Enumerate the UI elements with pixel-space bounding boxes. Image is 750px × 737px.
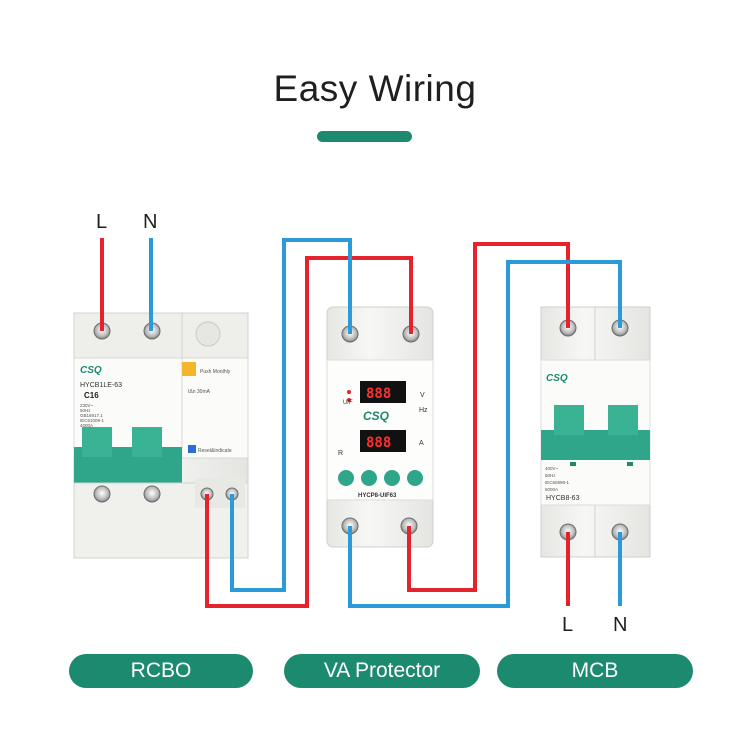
mcb-label: MCB [571,659,619,682]
wires [100,238,622,608]
va-label-uif: U/F [343,400,353,406]
mcb-brand: CSQ [546,373,568,384]
rcbo-label-pill: RCBO [69,654,253,688]
va-upper-display: 888 [366,386,391,402]
rcbo-spec-2: 50Hz [80,408,91,413]
rcbo-device [73,312,249,559]
mcb-spec-3: IEC60898-1 [545,480,570,485]
title-underline [317,131,412,142]
input-live-label: L [96,211,108,233]
mcb-model: HYCB8-63 [546,495,580,502]
va-label-r: R [338,450,343,457]
va-unit-v: V [420,392,425,399]
va-protector-device [326,306,434,548]
rcbo-spec-4: IEC61009-1 [80,418,105,423]
rcbo-push-label: Push Monthly [200,369,231,375]
rcbo-model: HYCB1LE-63 [80,382,122,389]
wire-va-mcb-live [407,242,570,592]
rcbo-reset-label: Reset&indicate [198,448,232,454]
wire-rcbo-va-neutral [230,238,352,592]
mcb-spec-4: 6000A [545,487,558,492]
wire-va-mcb-neutral [348,260,622,608]
mcb-label-pill: MCB [497,654,693,688]
rcbo-rating: C16 [84,391,99,400]
wire-rcbo-va-live [205,256,413,608]
rcbo-spec-1: 230V~ [80,403,94,408]
va-model: HYCP8-UIF63 [358,493,397,499]
rcbo-brand: CSQ [80,365,102,376]
rcbo-trip-note: IΔn 30mA [188,389,211,395]
output-live-label: L [562,614,574,636]
va-lower-display: 888 [366,435,391,451]
input-neutral-label: N [143,211,158,233]
page-title: Easy Wiring [273,68,477,109]
mcb-spec-1: 400V~ [545,466,559,471]
mcb-spec-2: 50Hz [545,473,556,478]
va-brand: CSQ [363,409,390,423]
va-unit-a: A [419,440,424,447]
output-neutral-label: N [613,614,628,636]
va-protector-label: VA Protector [323,659,441,682]
rcbo-label: RCBO [130,659,192,682]
rcbo-spec-5: 4000A [80,423,93,428]
mcb-device [540,306,651,558]
va-unit-hz: Hz [419,407,428,414]
rcbo-spec-3: GB16917.1 [80,413,103,418]
va-protector-label-pill: VA Protector [284,654,480,688]
